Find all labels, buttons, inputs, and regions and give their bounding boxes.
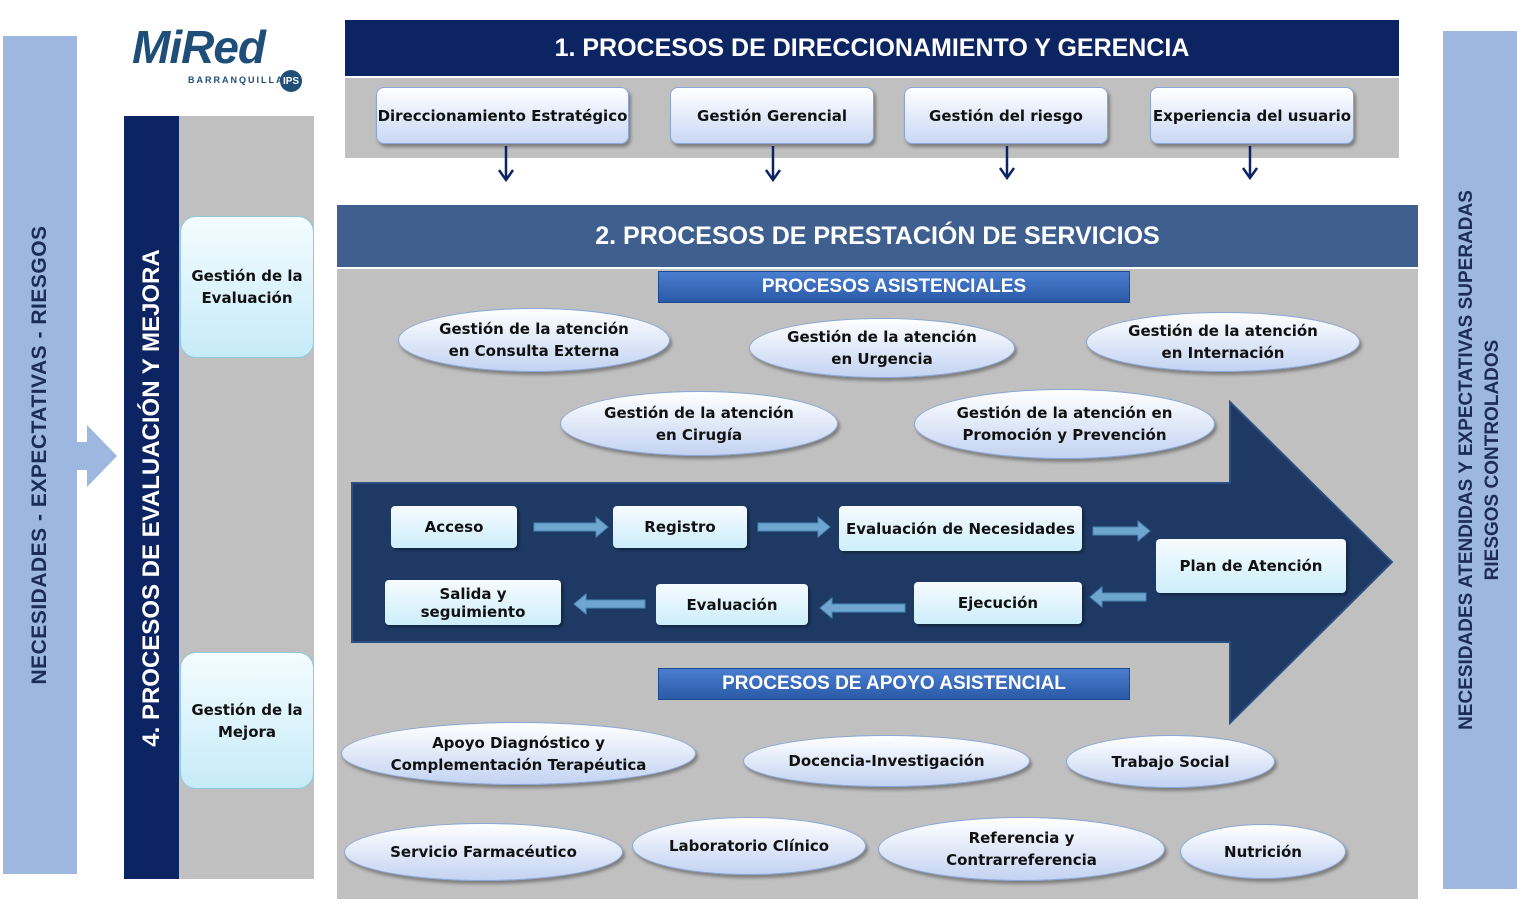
referencia-contrarreferencia-oval[interactable]: Referencia y Contrarreferencia	[878, 817, 1165, 881]
flow-evaluacion-box[interactable]: Evaluación	[656, 584, 808, 625]
section2-header: 2. PROCESOS DE PRESTACIÓN DE SERVICIOS	[337, 205, 1418, 267]
right-bar-line2: RIESGOS CONTROLADOS	[1482, 339, 1503, 581]
flow-salida-seguimiento-box[interactable]: Salida y seguimiento	[385, 580, 561, 625]
laboratorio-clinico-oval[interactable]: Laboratorio Clínico	[632, 817, 866, 875]
atencion-consulta-externa-oval[interactable]: Gestión de la atención en Consulta Exter…	[398, 308, 670, 372]
section4-header: 4. PROCESOS DE EVALUACIÓN Y MEJORA	[124, 116, 179, 879]
procesos-apoyo-label: PROCESOS DE APOYO ASISTENCIAL	[658, 668, 1130, 700]
logo: MiRed BARRANQUILLA IPS	[128, 20, 308, 95]
section1-title: 1. PROCESOS DE DIRECCIONAMIENTO Y GERENC…	[554, 33, 1190, 62]
section2-title: 2. PROCESOS DE PRESTACIÓN DE SERVICIOS	[595, 221, 1160, 250]
docencia-investigacion-oval[interactable]: Docencia-Investigación	[743, 735, 1030, 787]
flow-acceso-box[interactable]: Acceso	[391, 506, 517, 548]
flow-plan-atencion-box[interactable]: Plan de Atención	[1156, 539, 1346, 593]
logo-badge: IPS	[280, 70, 302, 92]
flow-evaluacion-necesidades-box[interactable]: Evaluación de Necesidades	[839, 506, 1082, 551]
flow-registro-box[interactable]: Registro	[613, 506, 747, 548]
gestion-riesgo-button[interactable]: Gestión del riesgo	[904, 87, 1108, 144]
gestion-mejora-box[interactable]: Gestión de la Mejora	[180, 652, 314, 789]
trabajo-social-oval[interactable]: Trabajo Social	[1066, 735, 1275, 788]
atencion-urgencia-oval[interactable]: Gestión de la atención en Urgencia	[749, 318, 1015, 378]
logo-city: BARRANQUILLA	[188, 75, 285, 85]
section1-header: 1. PROCESOS DE DIRECCIONAMIENTO Y GERENC…	[345, 20, 1399, 76]
servicio-farmaceutico-oval[interactable]: Servicio Farmacéutico	[344, 823, 623, 881]
nutricion-oval[interactable]: Nutrición	[1180, 824, 1346, 879]
left-bar-label: NECESIDADES - EXPECTATIVAS - RIESGOS	[28, 225, 51, 685]
procesos-asistenciales-label: PROCESOS ASISTENCIALES	[658, 271, 1130, 303]
left-input-bar: NECESIDADES - EXPECTATIVAS - RIESGOS	[3, 36, 77, 874]
input-arrow-icon	[75, 425, 117, 487]
gestion-evaluacion-box[interactable]: Gestión de la Evaluación	[180, 216, 314, 358]
atencion-internacion-oval[interactable]: Gestión de la atención en Internación	[1086, 312, 1360, 372]
gestion-gerencial-button[interactable]: Gestión Gerencial	[670, 87, 874, 144]
right-bar-label: NECESIDADES ATENDIDAS Y EXPECTATIVAS SUP…	[1454, 190, 1506, 730]
section4-title: 4. PROCESOS DE EVALUACIÓN Y MEJORA	[137, 248, 165, 747]
direccionamiento-estrategico-button[interactable]: Direccionamiento Estratégico	[376, 87, 629, 144]
right-bar-line1: NECESIDADES ATENDIDAS Y EXPECTATIVAS SUP…	[1456, 190, 1477, 730]
experiencia-usuario-button[interactable]: Experiencia del usuario	[1150, 87, 1354, 144]
apoyo-diagnostico-oval[interactable]: Apoyo Diagnóstico y Complementación Tera…	[341, 722, 696, 785]
atencion-promocion-prevencion-oval[interactable]: Gestión de la atención en Promoción y Pr…	[914, 389, 1215, 459]
right-output-bar: NECESIDADES ATENDIDAS Y EXPECTATIVAS SUP…	[1443, 31, 1517, 889]
atencion-cirugia-oval[interactable]: Gestión de la atención en Cirugía	[560, 391, 838, 456]
logo-name: MiRed	[132, 21, 266, 73]
flow-ejecucion-box[interactable]: Ejecución	[914, 582, 1082, 624]
